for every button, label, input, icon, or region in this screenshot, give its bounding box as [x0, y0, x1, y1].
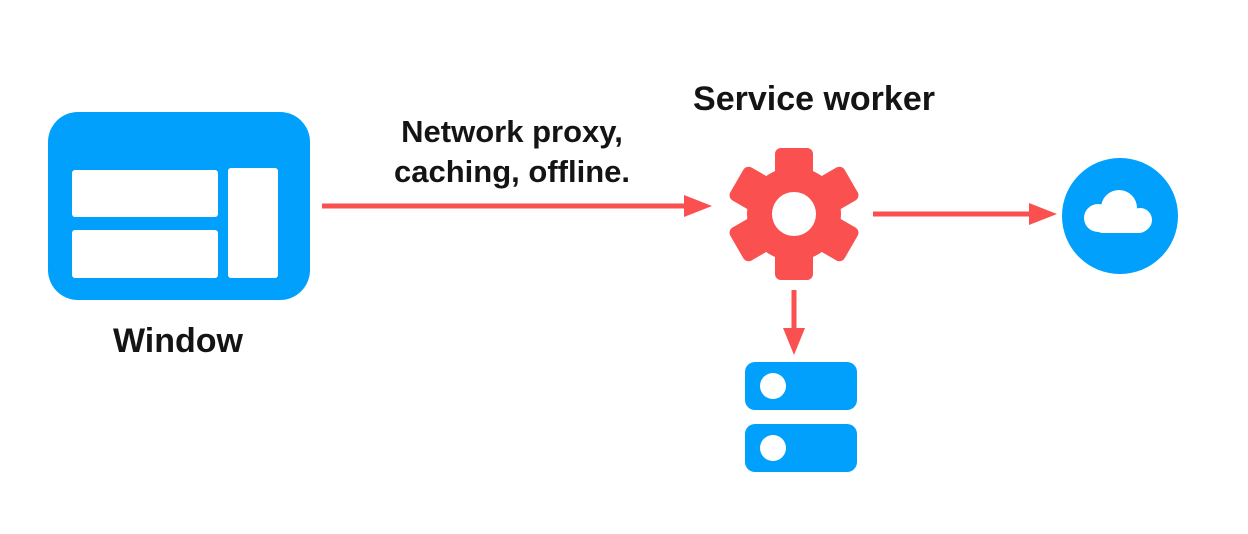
gear-icon	[729, 148, 859, 280]
storage-drive-bottom-light	[760, 435, 786, 461]
edge-caption-line-2: caching, offline.	[394, 154, 630, 189]
gear-tooth	[729, 166, 774, 213]
arrow-service-worker-to-network	[873, 203, 1057, 225]
gear-tooth	[775, 148, 813, 182]
arrow-head	[684, 195, 712, 217]
storage-drives	[745, 362, 857, 472]
arrow-head	[783, 328, 805, 355]
window-pane-sidebar	[228, 168, 278, 278]
browser-window-icon	[48, 112, 310, 300]
gear-hole	[772, 192, 816, 236]
service-worker-title: Service worker	[693, 80, 935, 118]
cloud-glyph	[1084, 190, 1152, 233]
gear-tooth	[814, 215, 859, 262]
database-stack-icon	[745, 362, 857, 472]
edge-caption-line-1: Network proxy,	[401, 114, 623, 149]
browser-window-panes	[72, 168, 278, 278]
gear-tooth	[775, 246, 813, 280]
window-pane-top	[72, 170, 218, 217]
cloud-base	[1092, 210, 1150, 233]
arrow-head	[1029, 203, 1057, 225]
gear-tooth	[814, 166, 859, 213]
window-pane-bottom	[72, 230, 218, 278]
arrow-service-worker-to-storage	[783, 290, 805, 355]
arrow-window-to-service-worker	[322, 195, 712, 217]
storage-drive-top-light	[760, 373, 786, 399]
edge-caption: Network proxy, caching, offline.	[369, 112, 655, 192]
window-label: Window	[113, 322, 243, 360]
gear-tooth	[729, 215, 774, 262]
cloud-icon	[1062, 158, 1178, 274]
